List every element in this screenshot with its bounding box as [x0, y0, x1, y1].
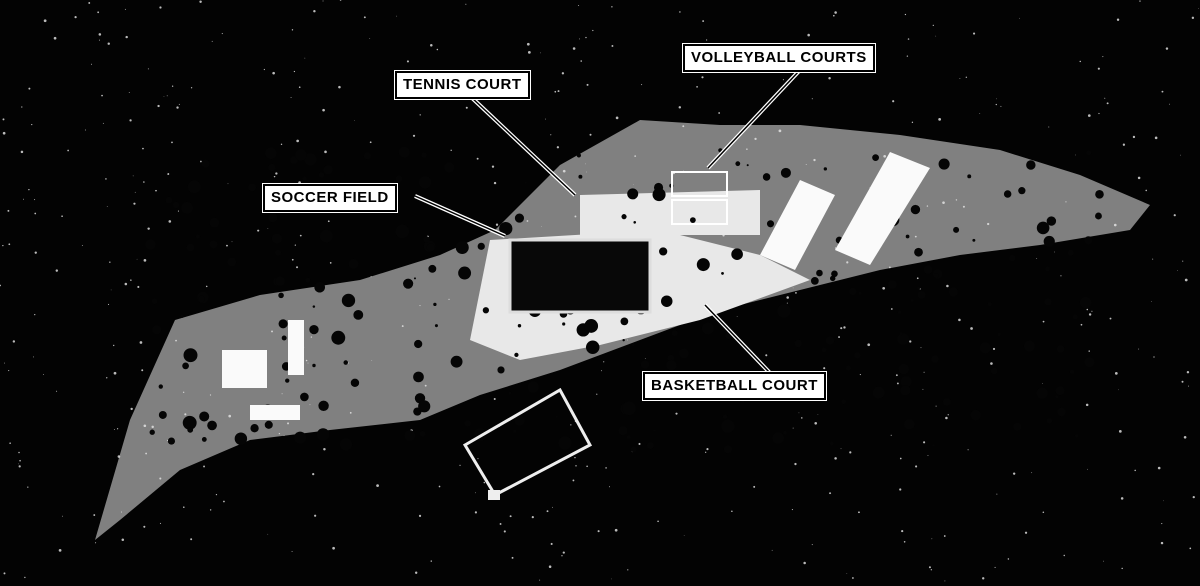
- basketball-court-shape: [462, 387, 593, 497]
- soccer-field-label: SOCCER FIELD: [262, 183, 398, 213]
- basketball-court-label: BASKETBALL COURT: [642, 371, 827, 401]
- tennis-court-label: TENNIS COURT: [394, 70, 531, 100]
- buildings: [222, 152, 930, 420]
- soccer-field: [508, 238, 652, 314]
- island-land: [95, 120, 1150, 540]
- volleyball-courts-shape: [671, 171, 728, 225]
- volleyball-courts-label: VOLLEYBALL COURTS: [682, 43, 876, 73]
